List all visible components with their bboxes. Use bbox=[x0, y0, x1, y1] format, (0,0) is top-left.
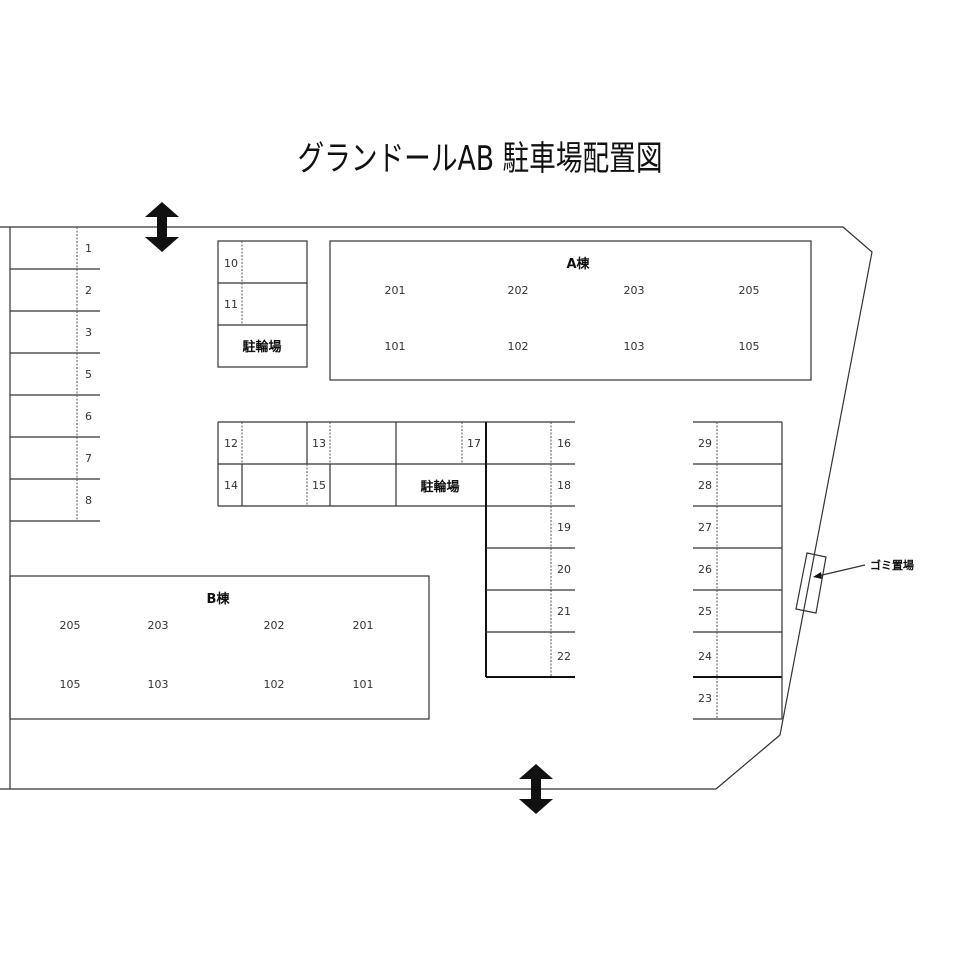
diagram-title: グランドールAB 駐車場配置図 bbox=[298, 139, 663, 179]
space-number: 3 bbox=[85, 326, 92, 339]
bicycle-parking-label: 駐輪場 bbox=[420, 479, 459, 495]
building-b-label: B棟 bbox=[207, 591, 231, 607]
space-number: 24 bbox=[698, 650, 712, 663]
building-a: A棟 201 202 203 205 101 102 103 105 bbox=[329, 240, 812, 381]
space-number: 29 bbox=[698, 437, 712, 450]
unit-number: 101 bbox=[385, 340, 406, 353]
unit-number: 102 bbox=[508, 340, 529, 353]
space-number: 26 bbox=[698, 563, 712, 576]
space-number: 25 bbox=[698, 605, 712, 618]
space-number: 16 bbox=[557, 437, 571, 450]
entrance-arrow-icon bbox=[145, 202, 179, 252]
garbage-area: ゴミ置場 bbox=[795, 552, 914, 614]
space-number: 23 bbox=[698, 692, 712, 705]
unit-number: 201 bbox=[353, 619, 374, 632]
space-number: 1 bbox=[85, 242, 92, 255]
space-number: 2 bbox=[85, 284, 92, 297]
bicycle-parking-label: 駐輪場 bbox=[242, 339, 281, 355]
space-number: 18 bbox=[557, 479, 571, 492]
unit-number: 101 bbox=[353, 678, 374, 691]
space-number: 20 bbox=[557, 563, 571, 576]
exit-arrow-icon bbox=[519, 764, 553, 814]
arrow-head-icon bbox=[813, 572, 822, 579]
unit-number: 103 bbox=[624, 340, 645, 353]
space-number: 15 bbox=[312, 479, 326, 492]
parking-center-column: 19 20 21 22 bbox=[486, 521, 575, 678]
unit-number: 105 bbox=[60, 678, 81, 691]
space-number: 13 bbox=[312, 437, 326, 450]
space-number: 17 bbox=[467, 437, 481, 450]
space-number: 11 bbox=[224, 298, 238, 311]
space-number: 8 bbox=[85, 494, 92, 507]
space-number: 27 bbox=[698, 521, 712, 534]
space-number: 22 bbox=[557, 650, 571, 663]
unit-number: 103 bbox=[148, 678, 169, 691]
unit-number: 201 bbox=[385, 284, 406, 297]
unit-number: 203 bbox=[624, 284, 645, 297]
space-number: 5 bbox=[85, 368, 92, 381]
unit-number: 203 bbox=[148, 619, 169, 632]
unit-number: 102 bbox=[264, 678, 285, 691]
space-number: 21 bbox=[557, 605, 571, 618]
parking-right-column: 29 28 27 26 25 24 23 bbox=[693, 421, 783, 720]
unit-number: 105 bbox=[739, 340, 760, 353]
parking-left-column: 1 2 3 5 6 7 8 bbox=[10, 227, 100, 522]
building-b: B棟 205 203 202 201 105 103 102 101 bbox=[9, 575, 430, 720]
space-number: 19 bbox=[557, 521, 571, 534]
unit-number: 205 bbox=[739, 284, 760, 297]
parking-top-pair: 10 11 駐輪場 bbox=[217, 240, 308, 368]
unit-number: 202 bbox=[508, 284, 529, 297]
lot-boundary bbox=[0, 226, 873, 790]
space-number: 28 bbox=[698, 479, 712, 492]
space-number: 6 bbox=[85, 410, 92, 423]
building-a-label: A棟 bbox=[566, 256, 590, 272]
garbage-label: ゴミ置場 bbox=[870, 558, 914, 572]
unit-number: 205 bbox=[60, 619, 81, 632]
space-number: 7 bbox=[85, 452, 92, 465]
parking-middle-row: 12 13 17 16 14 15 駐輪場 18 bbox=[217, 421, 575, 677]
space-number: 10 bbox=[224, 257, 238, 270]
unit-number: 202 bbox=[264, 619, 285, 632]
space-number: 14 bbox=[224, 479, 238, 492]
space-number: 12 bbox=[224, 437, 238, 450]
